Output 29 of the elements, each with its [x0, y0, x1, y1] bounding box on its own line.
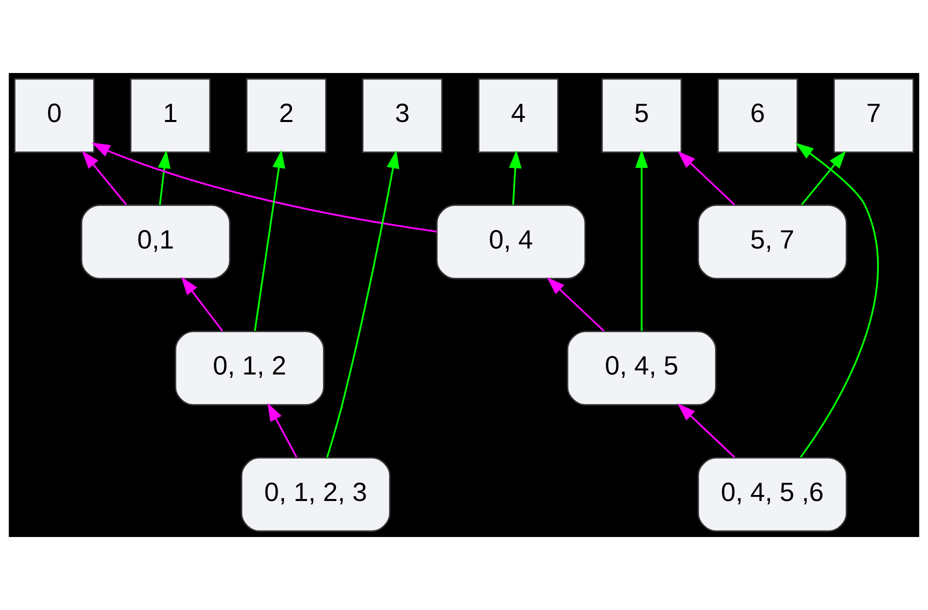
arrow: [326, 150, 400, 458]
arrow: [677, 403, 736, 458]
node-box: 6: [717, 78, 798, 154]
arrow: [92, 142, 437, 232]
node-box: 3: [362, 78, 443, 154]
node-box: 0, 1, 2: [174, 330, 324, 406]
arrow: [82, 150, 128, 206]
node-box: 0, 1, 2, 3: [240, 456, 391, 532]
arrow: [795, 142, 879, 458]
node-box: 0, 4, 5 ,6: [697, 456, 848, 532]
arrow: [508, 150, 522, 205]
node-box: 0, 4, 5: [566, 330, 717, 406]
node-box: 5, 7: [697, 204, 848, 280]
node-box: 2: [246, 78, 327, 154]
arrow: [677, 150, 736, 206]
arrow: [158, 150, 171, 205]
node-box: 7: [833, 78, 914, 154]
node-box: 0, 4: [436, 204, 586, 280]
arrow: [800, 150, 846, 206]
node-box: 0,1: [80, 204, 231, 280]
arrow: [254, 150, 286, 332]
arrow: [635, 150, 648, 331]
arrow: [267, 402, 298, 458]
arrow: [181, 276, 224, 332]
node-box: 0: [14, 78, 95, 154]
arrow: [546, 277, 604, 332]
node-box: 5: [601, 78, 682, 154]
node-box: 4: [478, 78, 559, 154]
node-box: 1: [130, 78, 211, 154]
